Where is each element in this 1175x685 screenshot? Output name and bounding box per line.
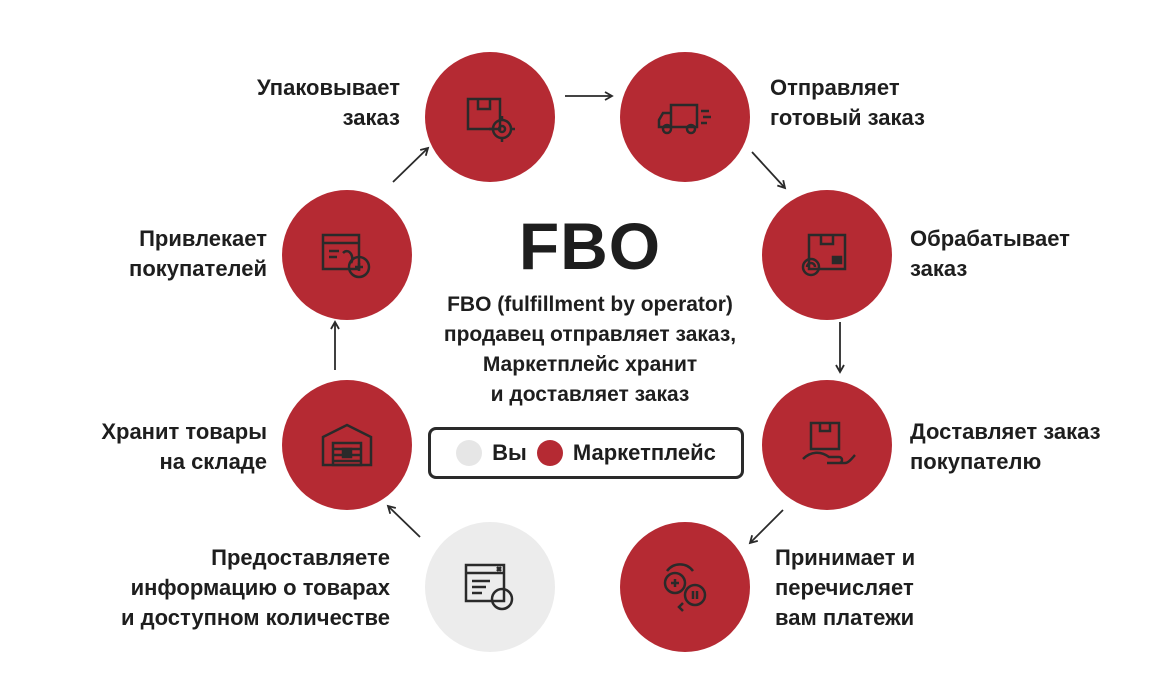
step-label-attract: Привлекает покупателей [129,226,267,281]
package-gear-icon [466,97,515,142]
arrow-info-to-store [386,504,421,538]
step-label-info: Предоставляете информацию о товарах и до… [121,545,390,630]
delivery-truck-icon [657,103,711,135]
arrow-attract-to-pack [392,146,430,183]
legend-label-marketplace: Маркетплейс [572,440,716,465]
legend: Вы Маркетплейс [428,427,744,479]
box-processing-icon [801,233,847,277]
step-circle-deliver [762,380,892,510]
payment-icon [663,563,707,612]
diagram-title: FBO [518,209,662,283]
hand-box-icon [802,421,856,465]
step-circle-store [282,380,412,510]
arrow-deliver-to-pay [748,509,784,545]
step-label-ship: Отправляет готовый заказ [770,75,925,130]
arrow-ship-to-process [751,151,787,190]
legend-item-you: Вы [456,440,527,466]
diagram-description: FBO (fulfillment by operator) продавец о… [443,293,737,406]
step-circle-attract [282,190,412,320]
legend-label-you: Вы [492,440,527,465]
step-circle-info [425,522,555,652]
step-circle-pack [425,52,555,182]
step-label-store: Хранит товары на складе [101,419,267,474]
info-window-icon [464,563,514,611]
step-label-process: Обрабатывает заказ [910,226,1070,281]
step-label-pay: Принимает и перечисляет вам платежи [775,545,916,630]
legend-dot-marketplace [536,440,563,466]
legend-dot-you [456,440,483,466]
step-circle-pay [620,522,750,652]
attract-buyers-icon [321,233,371,279]
step-circle-ship [620,52,750,182]
step-circle-process [762,190,892,320]
legend-item-marketplace: Маркетплейс [536,440,716,466]
step-label-deliver: Доставляет заказ покупателю [910,419,1101,474]
step-label-pack: Упаковывает заказ [256,75,400,130]
warehouse-icon [321,423,373,467]
